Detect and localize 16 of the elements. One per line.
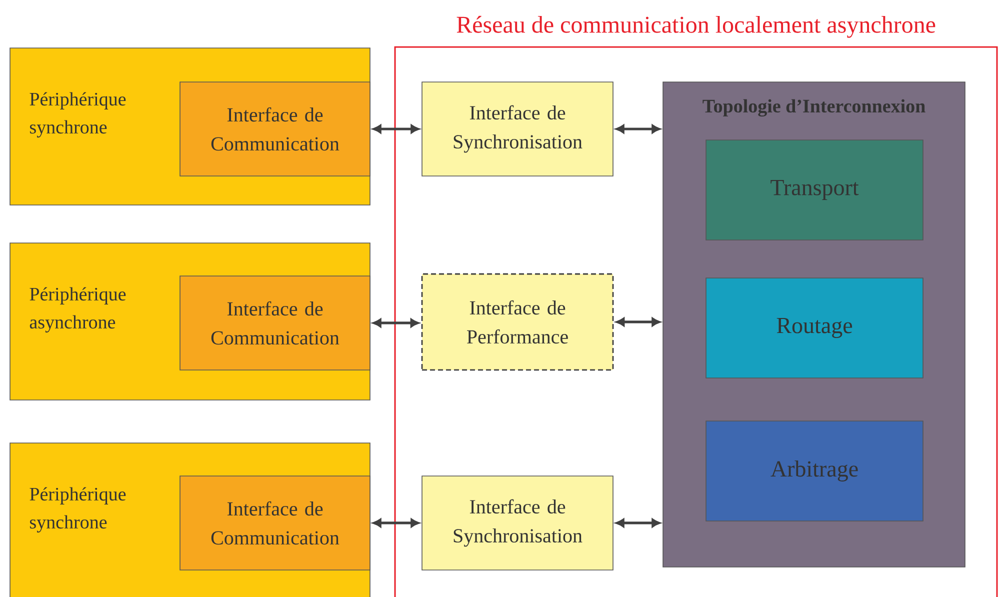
double-arrow	[372, 518, 420, 528]
interface-box: Interface de Performance	[421, 273, 614, 371]
layer-box: Routage	[706, 278, 924, 378]
layer-box: Transport	[706, 140, 924, 240]
interface-box: Interface de Communication	[180, 82, 370, 176]
node-label: Réseau de communication localement asynchrone	[456, 16, 936, 38]
double-arrow	[616, 318, 660, 326]
interface-box: Interface de Communication	[180, 276, 370, 370]
double-arrow	[372, 318, 419, 328]
layer-box: Arbitrage	[706, 420, 924, 522]
interface-box: Interface de Synchronisation	[422, 82, 614, 176]
double-arrow	[372, 124, 420, 134]
double-arrow	[616, 518, 660, 528]
double-arrow	[616, 124, 660, 134]
interface-box: Interface de Synchronisation	[422, 476, 614, 570]
interface-box: Interface de Communication	[180, 476, 370, 570]
